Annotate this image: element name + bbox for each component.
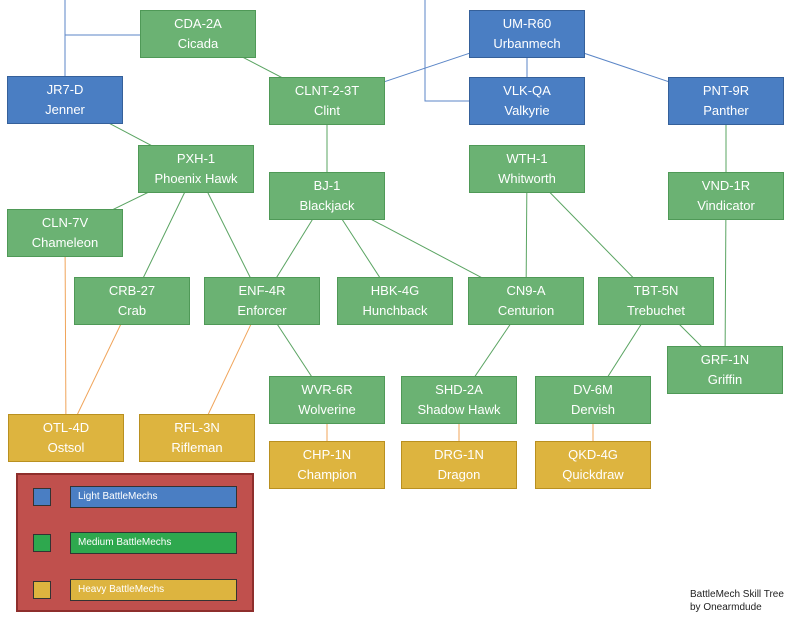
node-code: CHP-1N	[302, 447, 352, 462]
node-valkyrie[interactable]: VLK-QA Valkyrie	[469, 77, 585, 125]
node-name: Blackjack	[299, 198, 355, 213]
node-trebuchet[interactable]: TBT-5N Trebuchet	[598, 277, 714, 325]
node-wolverine[interactable]: WVR-6R Wolverine	[269, 376, 385, 424]
node-code: BJ-1	[313, 178, 341, 193]
node-champion[interactable]: CHP-1N Champion	[269, 441, 385, 489]
node-urbanmech[interactable]: UM-R60 Urbanmech	[469, 10, 585, 58]
node-clint[interactable]: CLNT-2-3T Clint	[269, 77, 385, 125]
node-name: Centurion	[497, 303, 555, 318]
node-code: JR7-D	[46, 82, 84, 97]
node-code: PNT-9R	[702, 83, 750, 98]
connector-offscreen-valkyrie	[424, 0, 469, 102]
node-code: SHD-2A	[435, 382, 483, 397]
node-hunchback[interactable]: HBK-4G Hunchback	[337, 277, 453, 325]
node-name: Vindicator	[697, 198, 755, 213]
node-name: Clint	[313, 103, 340, 118]
node-name: Shadow Hawk	[417, 402, 501, 417]
node-griffin[interactable]: GRF-1N Griffin	[667, 346, 783, 394]
node-name: Phoenix Hawk	[154, 171, 238, 186]
node-jenner[interactable]: JR7-D Jenner	[7, 76, 123, 124]
legend-label-medium: Medium BattleMechs	[70, 532, 237, 554]
node-name: Hunchback	[362, 303, 428, 318]
node-name: Valkyrie	[504, 103, 550, 118]
node-code: QKD-4G	[568, 447, 618, 462]
node-code: ENF-4R	[238, 283, 286, 298]
node-name: Crab	[117, 303, 147, 318]
connector-vnd-grf	[724, 195, 727, 371]
node-blackjack[interactable]: BJ-1 Blackjack	[269, 172, 385, 220]
node-code: UM-R60	[502, 16, 552, 31]
node-panther[interactable]: PNT-9R Panther	[668, 77, 784, 125]
node-name: Quickdraw	[562, 467, 624, 482]
node-shadow-hawk[interactable]: SHD-2A Shadow Hawk	[401, 376, 517, 424]
node-enforcer[interactable]: ENF-4R Enforcer	[204, 277, 320, 325]
node-name: Whitworth	[498, 171, 556, 186]
node-name: Cicada	[177, 36, 219, 51]
credit-title: BattleMech Skill Tree	[690, 589, 784, 600]
node-name: Trebuchet	[626, 303, 686, 318]
node-rifleman[interactable]: RFL-3N Rifleman	[139, 414, 255, 462]
node-dragon[interactable]: DRG-1N Dragon	[401, 441, 517, 489]
node-whitworth[interactable]: WTH-1 Whitworth	[469, 145, 585, 193]
node-code: PXH-1	[176, 151, 216, 166]
node-name: Wolverine	[298, 402, 356, 417]
legend-label-light: Light BattleMechs	[70, 486, 237, 508]
node-name: Panther	[703, 103, 749, 118]
node-name: Ostsol	[47, 440, 85, 455]
node-chameleon[interactable]: CLN-7V Chameleon	[7, 209, 123, 257]
node-name: Chameleon	[31, 235, 99, 250]
node-code: OTL-4D	[42, 420, 90, 435]
node-code: WVR-6R	[301, 382, 353, 397]
node-code: HBK-4G	[370, 283, 420, 298]
node-name: Champion	[297, 467, 357, 482]
node-quickdraw[interactable]: QKD-4G Quickdraw	[535, 441, 651, 489]
node-name: Dervish	[570, 402, 616, 417]
node-name: Urbanmech	[493, 36, 561, 51]
node-phoenix-hawk[interactable]: PXH-1 Phoenix Hawk	[138, 145, 254, 193]
node-name: Rifleman	[171, 440, 223, 455]
connector-cln-otl	[64, 232, 67, 439]
legend-swatch-light	[33, 488, 51, 506]
node-name: Enforcer	[237, 303, 287, 318]
node-dervish[interactable]: DV-6M Dervish	[535, 376, 651, 424]
node-centurion[interactable]: CN9-A Centurion	[468, 277, 584, 325]
legend-swatch-heavy	[33, 581, 51, 599]
node-name: Griffin	[707, 372, 743, 387]
node-code: CDA-2A	[174, 16, 222, 31]
credit-author: by Onearmdude	[690, 602, 762, 613]
node-code: RFL-3N	[174, 420, 220, 435]
legend-swatch-medium	[33, 534, 51, 552]
diagram-credit: BattleMech Skill Tree by Onearmdude	[690, 588, 784, 614]
node-code: CLN-7V	[41, 215, 89, 230]
node-ostsol[interactable]: OTL-4D Ostsol	[8, 414, 124, 462]
node-code: CN9-A	[506, 283, 546, 298]
node-code: DV-6M	[573, 382, 613, 397]
node-code: DRG-1N	[434, 447, 484, 462]
legend-label-heavy: Heavy BattleMechs	[70, 579, 237, 601]
node-name: Jenner	[45, 102, 85, 117]
node-code: TBT-5N	[633, 283, 679, 298]
node-code: CLNT-2-3T	[294, 83, 360, 98]
node-code: VLK-QA	[503, 83, 551, 98]
legend: Light BattleMechs Medium BattleMechs Hea…	[16, 473, 254, 612]
node-code: VND-1R	[701, 178, 751, 193]
node-name: Dragon	[437, 467, 481, 482]
node-code: GRF-1N	[700, 352, 750, 367]
node-code: CRB-27	[108, 283, 156, 298]
node-cicada[interactable]: CDA-2A Cicada	[140, 10, 256, 58]
node-code: WTH-1	[506, 151, 548, 166]
node-vindicator[interactable]: VND-1R Vindicator	[668, 172, 784, 220]
node-crab[interactable]: CRB-27 Crab	[74, 277, 190, 325]
